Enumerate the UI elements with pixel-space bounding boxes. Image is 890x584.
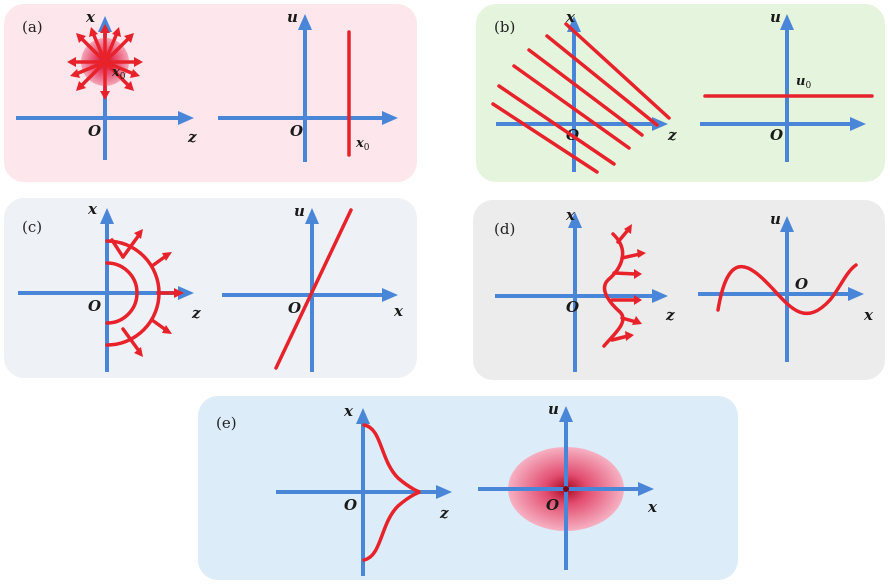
radial-rays [67, 24, 143, 100]
z-axis-label: z [191, 304, 201, 322]
line-label: x0 [355, 136, 370, 153]
panel-d-left-plot: x z O [495, 206, 675, 372]
panel-b: (b) x z O u O u0 [476, 4, 885, 182]
z-axis-label: z [667, 126, 677, 144]
z-axis-arrowhead [652, 117, 668, 131]
origin-label: O [795, 275, 808, 293]
origin-label: O [290, 122, 303, 140]
z-axis-arrowhead [652, 289, 668, 303]
origin-label: O [344, 496, 357, 514]
panel-a-left-plot: x z O [16, 8, 197, 160]
panel-b-label: (b) [494, 18, 515, 36]
horizontal-axis-arrowhead [848, 287, 864, 301]
horizontal-axis-arrowhead [638, 482, 654, 496]
u-axis-arrowhead [305, 208, 319, 224]
origin-label: O [546, 496, 559, 514]
origin-label: O [566, 298, 579, 316]
x-axis-label: x [343, 402, 354, 420]
spherical-wavefront [105, 229, 184, 357]
z-axis-arrowhead [436, 485, 452, 499]
panel-a: (a) x z O [4, 4, 417, 182]
origin-label: O [770, 126, 783, 144]
x-axis-label: x [565, 206, 576, 224]
x-axis-label: x [565, 8, 576, 26]
panel-a-label: (a) [22, 18, 43, 36]
distorted-wavefront [602, 224, 646, 348]
gaussian-profile-curve [362, 423, 421, 562]
panel-a-background [4, 4, 417, 182]
u-axis-label: u [770, 8, 781, 26]
sloped-line [274, 208, 353, 370]
origin-label: O [288, 299, 301, 317]
panel-b-background [476, 4, 885, 182]
panel-d-right-plot: u x O [698, 210, 874, 362]
horizontal-axis-arrowhead [850, 117, 866, 131]
line-label: u0 [796, 74, 811, 91]
panel-c-right-plot: u x O [222, 202, 404, 372]
sinusoidal-curve [716, 263, 858, 316]
origin-label: O [88, 297, 101, 315]
x-axis-label: x [87, 200, 98, 218]
point-label: x0 [111, 65, 126, 82]
x-axis-arrowhead [356, 408, 370, 424]
panel-e-right-plot: u x O [478, 400, 658, 570]
ellipse-center [563, 486, 569, 492]
u-axis-label: u [548, 400, 559, 418]
panel-e-background [198, 396, 738, 580]
horizontal-axis-arrowhead [382, 111, 398, 125]
x-axis-arrowhead [100, 208, 114, 224]
horizontal-axis-arrowhead [382, 288, 398, 302]
panel-c-left-plot: x z O [18, 200, 201, 372]
panel-d-label: (d) [494, 220, 515, 238]
z-axis-arrowhead [178, 111, 194, 125]
z-axis-label: z [439, 504, 449, 522]
u-axis-arrowhead [559, 406, 573, 422]
u-axis-arrowhead [780, 216, 794, 232]
x-axis-label: x [85, 8, 96, 26]
panel-d: (d) x z O [473, 200, 885, 380]
panel-d-background [473, 200, 885, 380]
x-axis-label: x [393, 302, 404, 320]
origin-label: O [88, 122, 101, 140]
panel-e: (e) x z O u x O [198, 396, 738, 580]
u-axis-arrowhead [780, 14, 794, 30]
panel-c-label: (c) [22, 218, 42, 236]
z-axis-arrowhead [178, 286, 194, 300]
point-source-spot [67, 24, 143, 100]
z-axis-label: z [665, 306, 675, 324]
panel-c: (c) x z O [4, 198, 417, 378]
panel-e-label: (e) [216, 414, 237, 432]
parallel-wavefronts [491, 22, 671, 174]
panel-c-background [4, 198, 417, 378]
u-axis-label: u [294, 202, 305, 220]
x-axis-label: x [863, 306, 874, 324]
panel-b-left-plot: x z O [491, 8, 677, 174]
u-axis-arrowhead [298, 14, 312, 30]
u-axis-label: u [770, 210, 781, 228]
panel-b-right-plot: u O u0 [700, 8, 874, 162]
x-axis-label: x [647, 498, 658, 516]
panel-e-left-plot: x z O [276, 402, 452, 576]
u-axis-label: u [287, 8, 298, 26]
x-axis-arrowhead [568, 212, 582, 228]
panel-a-right-plot: u O x0 [218, 8, 398, 162]
z-axis-label: z [187, 128, 197, 146]
